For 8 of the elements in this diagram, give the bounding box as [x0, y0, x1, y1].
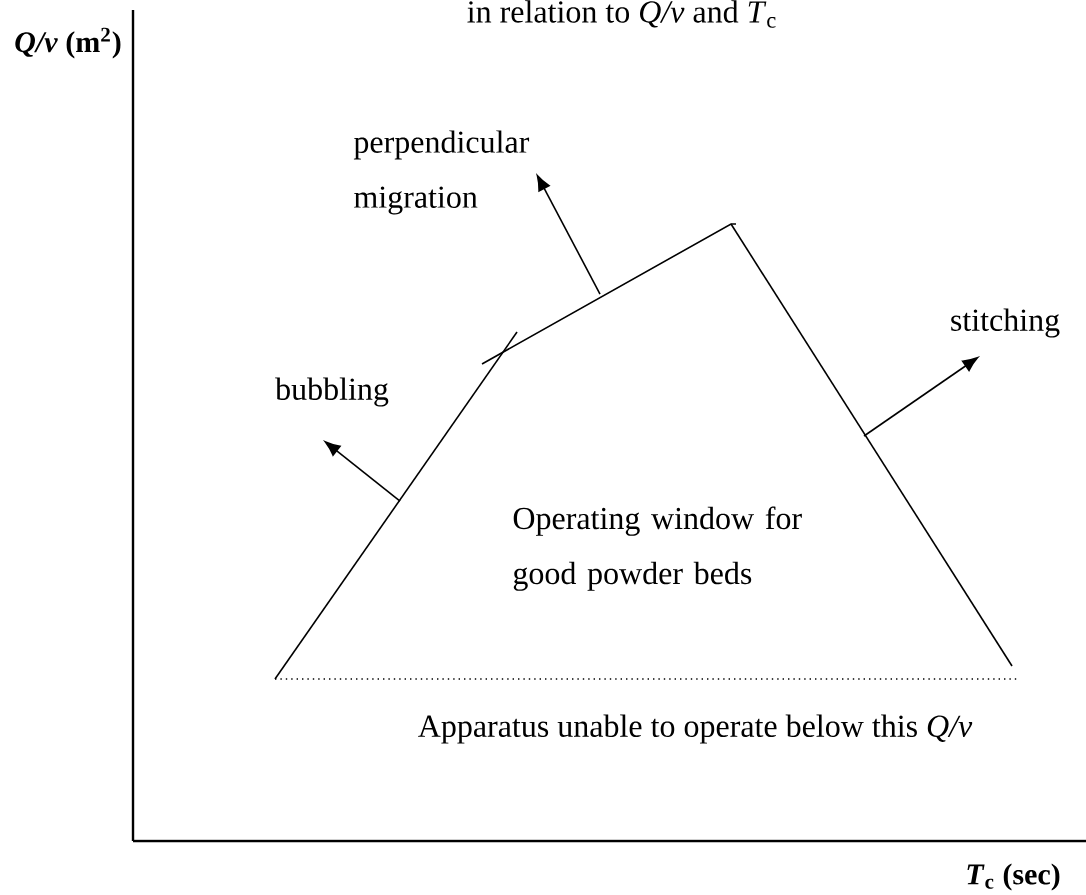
axis-label: Q/v (m$^{2}$)	[15, 27, 121, 59]
region-label: stitching	[951, 308, 1060, 338]
region-label: bubbling	[275, 377, 389, 407]
region-label: Operating window for good powder beds	[513, 506, 802, 591]
title: in relation to Q/v and T$_{c}$	[467, 0, 776, 28]
note: Apparatus unable to operate below this Q/v	[418, 714, 973, 744]
axis-label: T$_{c}$ (sec)	[967, 863, 1060, 891]
region-label: perpendicular migration	[353, 130, 530, 215]
